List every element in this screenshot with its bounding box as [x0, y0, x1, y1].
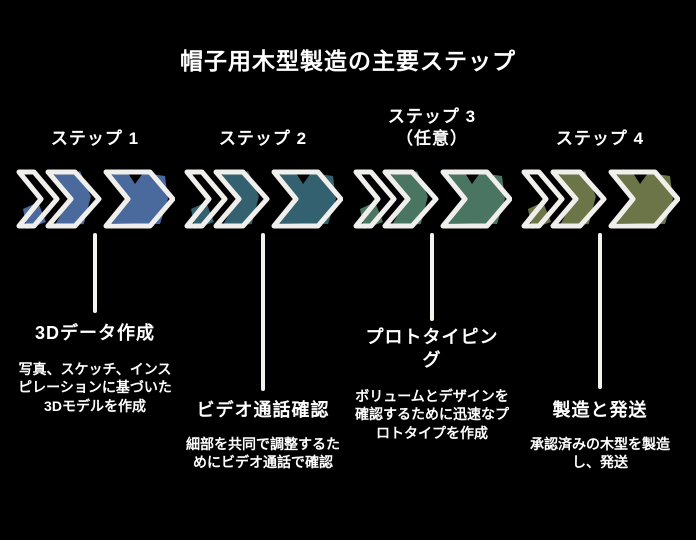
step-sublabel-text: （任意） — [396, 128, 468, 148]
step-2-description: 細部を共同で調整するためにビデオ通話で確認 — [186, 436, 340, 471]
step-3-title: プロトタイピング — [365, 327, 499, 371]
chevron-outline — [382, 169, 439, 229]
chevron-arrows-icon — [16, 169, 175, 229]
chevron-arrows-icon — [521, 169, 680, 229]
step-column-4: ステップ 4 製造と発送 承認済みの木型を製造し、発送 — [520, 0, 680, 540]
step-1-description: 写真、スケッチ、インスピレーションに基づいた3Dモデルを作成 — [18, 361, 172, 414]
step-2-label: ステップ 2 — [183, 94, 343, 150]
step-2-title: ビデオ通話確認 — [196, 400, 330, 420]
step-1-title: 3Dデータ作成 — [34, 323, 155, 343]
chevron-outline — [213, 169, 270, 229]
chevron-outline — [271, 169, 343, 229]
chevron-outline — [184, 169, 228, 229]
step-column-3: ステップ 3 （任意） プロトタイピング ボリュームとデザインを確認するために迅… — [352, 0, 512, 540]
chevron-fill — [278, 173, 336, 224]
chevron-arrows-icon — [353, 169, 512, 229]
step-column-2: ステップ 2 ビデオ通話確認 細部を共同で調整するためにビデオ通話で確認 — [183, 0, 343, 540]
chevron-fill — [615, 173, 673, 224]
step-column-1: ステップ 1 3Dデータ作成 写真、スケッチ、インスピレーションに基づいた3Dモ… — [15, 0, 175, 540]
step-4-description: 承認済みの木型を製造し、発送 — [530, 436, 670, 471]
step-label-text: ステップ 1 — [50, 128, 140, 148]
chevron-fill — [110, 173, 168, 224]
chevron-fill — [447, 173, 505, 224]
connector-line — [93, 233, 97, 313]
chevron-outline — [353, 169, 397, 229]
page-title: 帽子用木型製造の主要ステップ — [180, 48, 516, 74]
chevron-outline — [103, 169, 175, 229]
chevron-arrows-icon — [184, 169, 343, 229]
connector-line — [598, 233, 602, 389]
chevron-outline — [608, 169, 680, 229]
step-4-title: 製造と発送 — [552, 400, 648, 420]
chevron-outline — [521, 169, 565, 229]
chevron-outline — [45, 169, 102, 229]
step-1-label: ステップ 1 — [15, 94, 175, 150]
connector-line — [430, 233, 434, 321]
chevron-outline — [440, 169, 512, 229]
step-4-label: ステップ 4 — [520, 94, 680, 150]
step-label-text: ステップ 4 — [555, 128, 645, 148]
chevron-outline — [16, 169, 60, 229]
step-label-text: ステップ 3 — [387, 106, 477, 126]
step-3-label: ステップ 3 （任意） — [352, 94, 512, 150]
chevron-outline — [550, 169, 607, 229]
connector-line — [261, 233, 265, 391]
step-3-description: ボリュームとデザインを確認するために迅速なプロトタイプを作成 — [355, 388, 509, 441]
step-label-text: ステップ 2 — [218, 128, 308, 148]
